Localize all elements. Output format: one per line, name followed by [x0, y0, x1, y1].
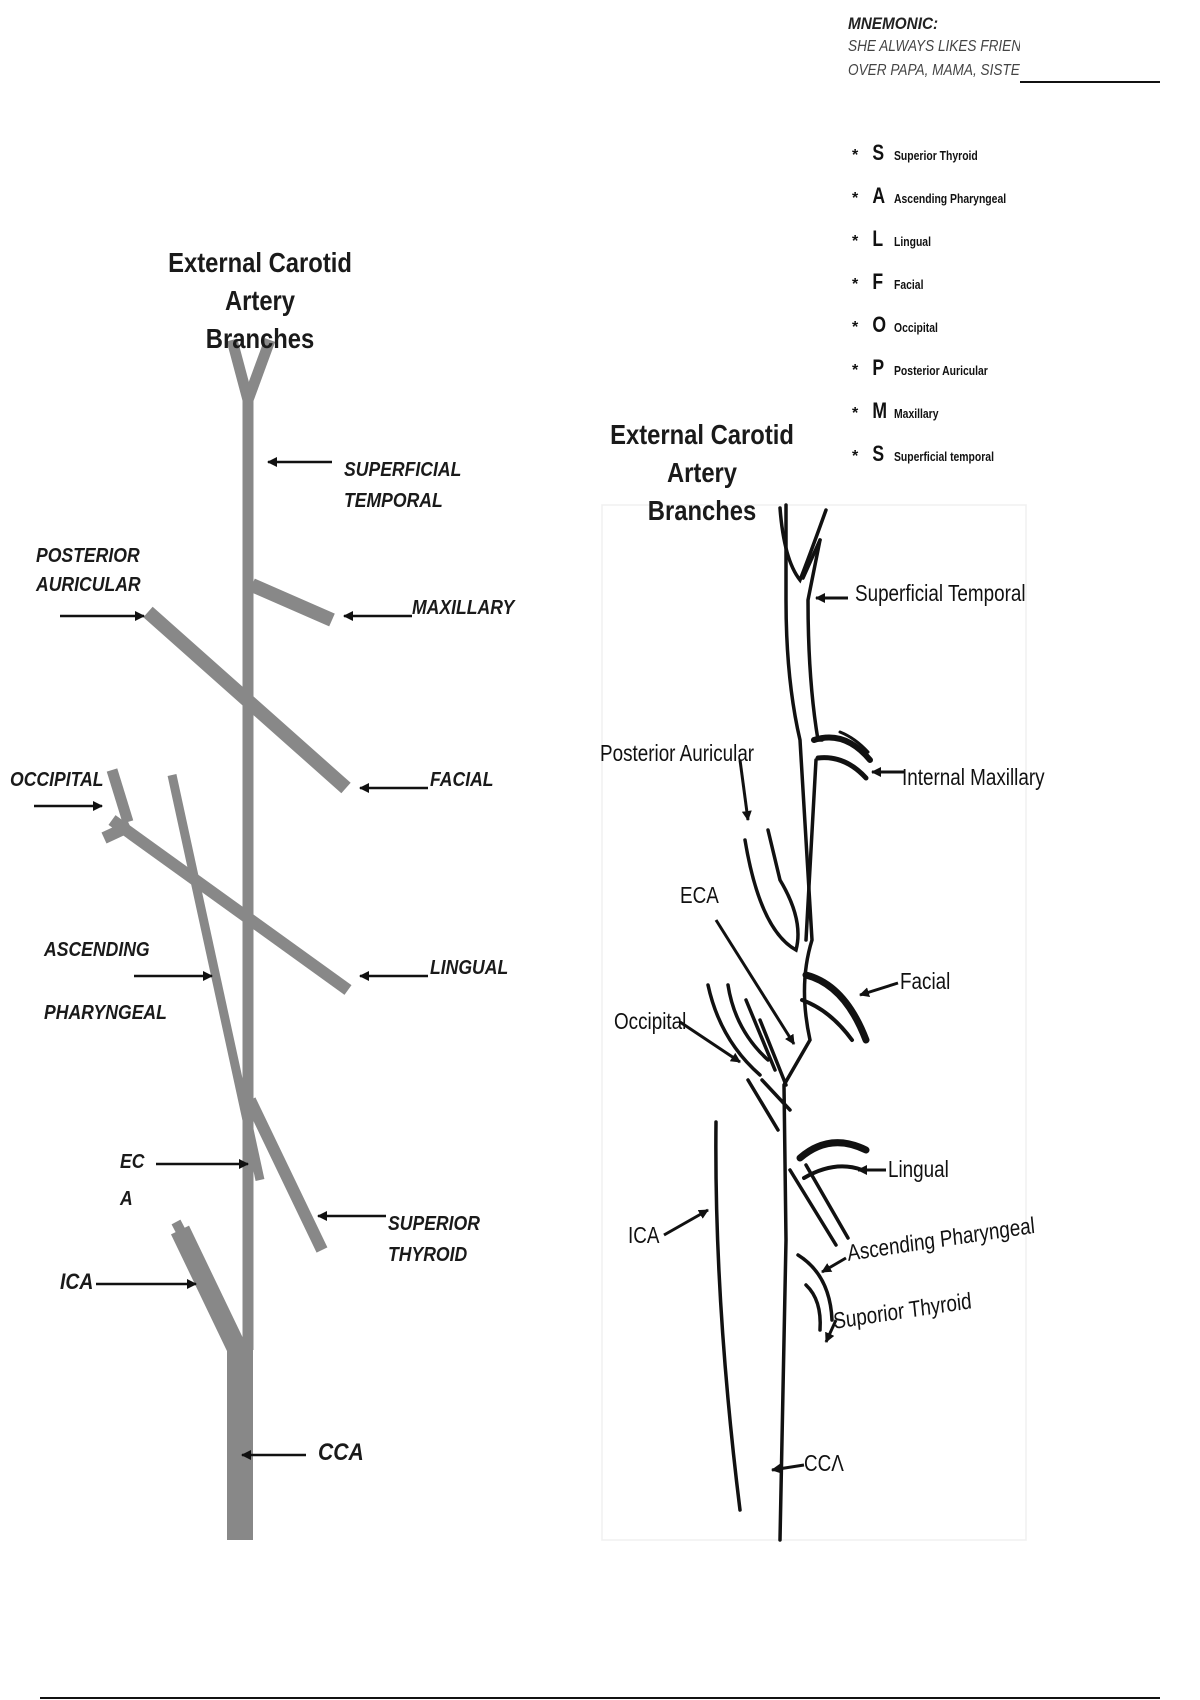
- label-ica: ICA: [60, 1269, 94, 1294]
- label-superficial-temporal: SUPERFICIAL TEMPORAL: [344, 459, 462, 512]
- label-facial: FACIAL: [430, 769, 494, 791]
- right-title-line-1: External Carotid Artery: [610, 419, 794, 488]
- mnemonic-panel: MNEMONIC: SHE ALWAYS LIKES FRIENDS OVER …: [848, 14, 1020, 82]
- mnemonic-heading: MNEMONIC:: [848, 14, 939, 33]
- left-vessel-tree: [101, 338, 352, 1540]
- label-right-superficial-temporal: Superficial Temporal: [855, 580, 1026, 606]
- label-right-internal-maxillary: Internal Maxillary: [902, 764, 1045, 790]
- mnemonic-line-2: OVER PAPA, MAMA, SISTER: [848, 62, 1020, 79]
- ascending-pharyngeal-branch: [167, 774, 265, 1181]
- ica-tip: [171, 1219, 193, 1248]
- mnemonic-line-1: SHE ALWAYS LIKES FRIENDS: [848, 38, 1020, 55]
- label-right-eca: ECA: [680, 882, 719, 908]
- label-eca: EC A: [120, 1151, 145, 1210]
- left-arrows: [34, 457, 428, 1460]
- occipital-fork: [106, 768, 134, 824]
- eca-left-wall: [778, 503, 814, 1542]
- label-superior-thyroid: SUPERIOR THYROID: [388, 1213, 480, 1266]
- posterior-auricular-branch: [143, 606, 351, 794]
- maxillary-branch: [249, 578, 335, 627]
- label-right-posterior-auricular: Posterior Auricular: [600, 740, 755, 766]
- left-diagram-title: External Carotid Artery Branches: [133, 244, 388, 357]
- right-vessel-drawing: [601, 503, 1027, 1542]
- eca-right-wall: [806, 538, 824, 742]
- superficial-temporal-fork-right: [242, 338, 276, 402]
- occipital-branch: [108, 815, 352, 995]
- label-right-cca: CCΛ: [804, 1450, 844, 1476]
- label-right-lingual: Lingual: [888, 1156, 949, 1182]
- right-diagram-title: External Carotid Artery Branches: [575, 416, 830, 529]
- label-posterior-auricular: POSTERIOR AURICULAR: [36, 545, 141, 596]
- ica-wall: [714, 1120, 742, 1512]
- right-title-line-2: Branches: [647, 494, 757, 526]
- label-lingual: LINGUAL: [430, 957, 509, 979]
- label-right-ica: ICA: [628, 1222, 660, 1248]
- label-cca: CCA: [318, 1439, 364, 1466]
- superficial-temporal-fork-left: [226, 338, 254, 402]
- label-right-occipital: Occipital: [614, 1008, 687, 1034]
- label-right-facial: Facial: [900, 968, 951, 994]
- occipital-stub: [101, 820, 133, 844]
- label-ascending-pharyngeal: ASCENDING PHARYNGEAL: [44, 939, 167, 1024]
- superior-thyroid-branch: [244, 1097, 328, 1253]
- right-arrows: [663, 593, 904, 1474]
- left-title-line-1: External Carotid Artery: [168, 247, 352, 316]
- ica-vessel: [170, 1225, 250, 1360]
- mnemonic-sentence: SHE ALWAYS LIKES FRIENDS OVER PAPA, MAMA…: [848, 38, 1020, 82]
- label-maxillary: MAXILLARY: [412, 597, 515, 619]
- left-title-line-2: Branches: [205, 322, 315, 354]
- label-occipital: OCCIPITAL: [10, 769, 104, 791]
